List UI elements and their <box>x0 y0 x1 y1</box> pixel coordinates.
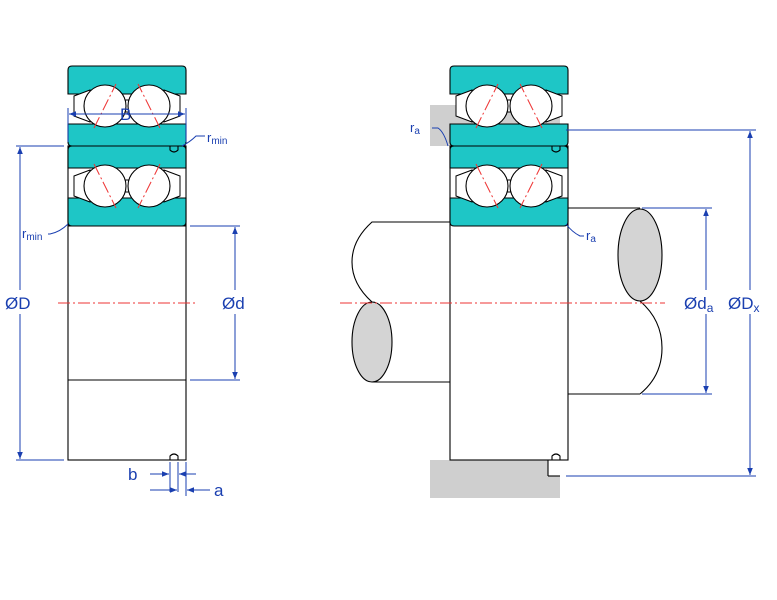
dimensions-right: ra ra Øda ØDx <box>410 120 760 477</box>
shaft-left-end <box>351 301 393 383</box>
housing-bottom <box>430 460 560 498</box>
bearing-section-top-mounted <box>449 145 569 227</box>
dim-label-b-slot: b <box>128 465 137 484</box>
dim-label-ra-right: ra <box>586 228 596 245</box>
dim-label-b-width: B <box>120 105 131 124</box>
bearing-left <box>58 65 198 461</box>
dimensions-left: B rmin rmin ØD Ød b a <box>5 105 245 500</box>
dim-label-outer-diameter: ØD <box>5 294 31 313</box>
dim-label-a: a <box>214 481 224 500</box>
dim-label-ra-top: ra <box>410 120 420 137</box>
dim-label-da: Øda <box>684 294 714 315</box>
bearing-section-top <box>67 145 187 227</box>
dim-label-rmin-left: rmin <box>22 226 42 243</box>
dim-label-bore-diameter: Ød <box>222 294 245 313</box>
bearing-section-bottom-mounted <box>449 65 569 147</box>
shaft-left <box>351 221 450 303</box>
mounting-assembly <box>340 65 665 498</box>
shaft-right-end <box>617 208 663 302</box>
dim-label-rmin-top: rmin <box>207 130 227 147</box>
dim-label-dx: ØDx <box>728 294 760 315</box>
